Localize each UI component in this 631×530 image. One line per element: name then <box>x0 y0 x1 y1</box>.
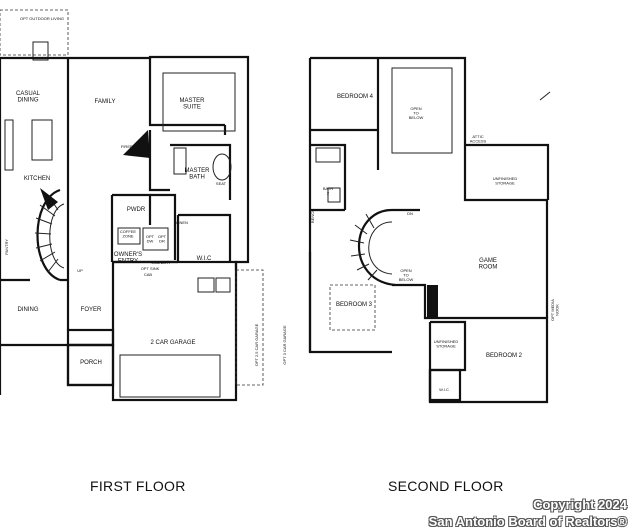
garage-label: 2 CAR GARAGE <box>150 340 195 346</box>
copyright-watermark: Copyright 2024 San Antonio Board of Real… <box>428 497 627 529</box>
second-floor-title: SECOND FLOOR <box>388 478 504 494</box>
cab-label: CAB <box>144 272 153 277</box>
opt-sink-label: OPT SINK <box>141 266 160 271</box>
wic-first-label: W.I.C <box>197 256 212 262</box>
opt-media-nook-label: OPT MEDIANOOK <box>550 299 559 321</box>
first-floor-title: FIRST FLOOR <box>90 478 186 494</box>
foyer-label: FOYER <box>81 307 102 313</box>
dn-label: DN <box>407 211 413 216</box>
bench-label: BENCH <box>310 209 315 223</box>
laundry-label: LAUNDRY <box>151 260 170 265</box>
seat-label: SEAT <box>216 181 227 186</box>
opt-outdoor-living-label: OPT OUTDOOR LIVING <box>20 16 64 21</box>
bedroom2-label: BEDROOM 2 <box>486 353 523 359</box>
fireplace-label: FIREPLACE <box>121 144 144 149</box>
pwdr-label: PWDR <box>127 207 146 213</box>
dining-label: DINING <box>18 307 39 313</box>
wic-second-label: W.I.C <box>439 387 449 392</box>
bedroom3-label: BEDROOM 3 <box>336 302 373 308</box>
pantry-label: PANTRY <box>4 239 9 255</box>
porch-label: PORCH <box>80 360 102 366</box>
opt-3-garage-label: OPT 3 CAR GARAGE <box>282 325 287 365</box>
opt-25-garage-label: OPT 2.5 CAR GARAGE <box>254 323 259 366</box>
up-label: UP <box>77 268 83 273</box>
kitchen-label: KITCHEN <box>24 176 50 182</box>
linen-label: LINEN <box>176 220 188 225</box>
bedroom4-label: BEDROOM 4 <box>337 94 374 100</box>
family-label: FAMILY <box>95 99 116 105</box>
